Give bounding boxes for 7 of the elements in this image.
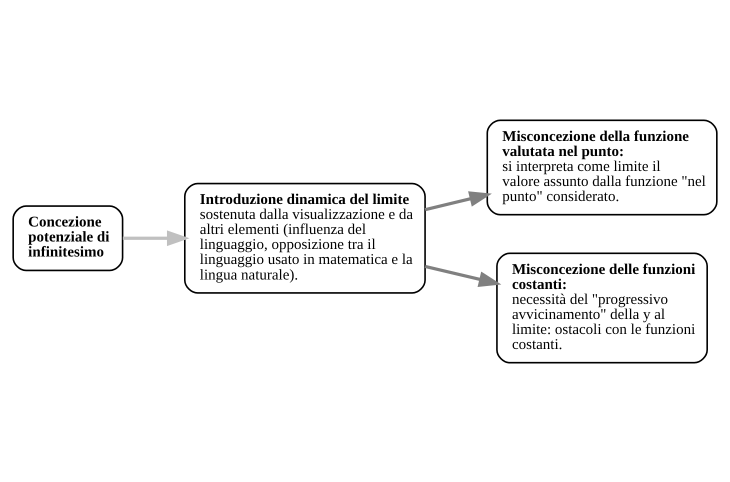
arrow	[122, 230, 190, 246]
node-box: Introduzione dinamica del limite sostenuta dalla visualizzazione e da altri elementi (influenza del linguaggio, opposizione tra il linguaggio usato in matematica e la lingua naturale).	[184, 182, 426, 294]
arrow	[424, 264, 502, 286]
node-box: Concezione potenziale di infinitesimo	[12, 204, 124, 271]
arrow	[424, 190, 492, 211]
node-box: Misconcezione della funzione valutata nel punto: si interpreta come limite il valore assunto dalla funzione "nel punto" considerato.	[486, 118, 718, 215]
node-box: Misconcezione delle funzioni costanti: necessità del "progressivo avvicinamento" della y al limite: ostacoli con le funzioni costanti.	[496, 252, 708, 364]
